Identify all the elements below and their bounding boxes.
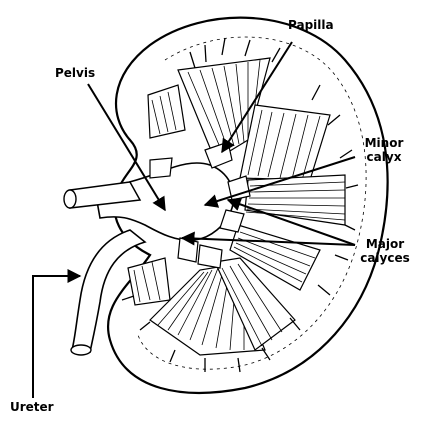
pyramid-upper-left <box>147 84 186 139</box>
cortex-boundary <box>137 36 367 370</box>
ureter-pointer <box>32 269 82 398</box>
label-minor-calyx-line2: calyx <box>366 150 402 164</box>
renal-vein-opening <box>63 189 77 209</box>
label-major-calyces-line2: calyces <box>360 251 410 265</box>
renal-vessels <box>121 37 359 373</box>
label-ureter: Ureter <box>10 400 54 414</box>
pyramid-bottom-right <box>214 257 296 351</box>
label-major-calyces-line1: Major <box>365 237 405 251</box>
label-minor-calyx: Minor calyx <box>361 136 407 164</box>
label-pointers <box>32 41 356 398</box>
label-pelvis: Pelvis <box>55 66 96 80</box>
minor-calyx-pointer <box>203 156 356 208</box>
pelvis-pointer <box>87 83 166 212</box>
papilla-pointer <box>221 41 293 154</box>
major-calyces-pointer-2 <box>180 231 356 246</box>
ureter-opening <box>70 344 92 356</box>
pyramid-lower-left <box>127 257 171 306</box>
label-papilla: Papilla <box>288 18 334 32</box>
label-major-calyces: Major calyces <box>356 237 414 265</box>
renal-pyramids <box>127 57 346 356</box>
label-minor-calyx-line1: Minor <box>364 136 404 150</box>
major-calyces-pointer-1 <box>226 197 356 246</box>
